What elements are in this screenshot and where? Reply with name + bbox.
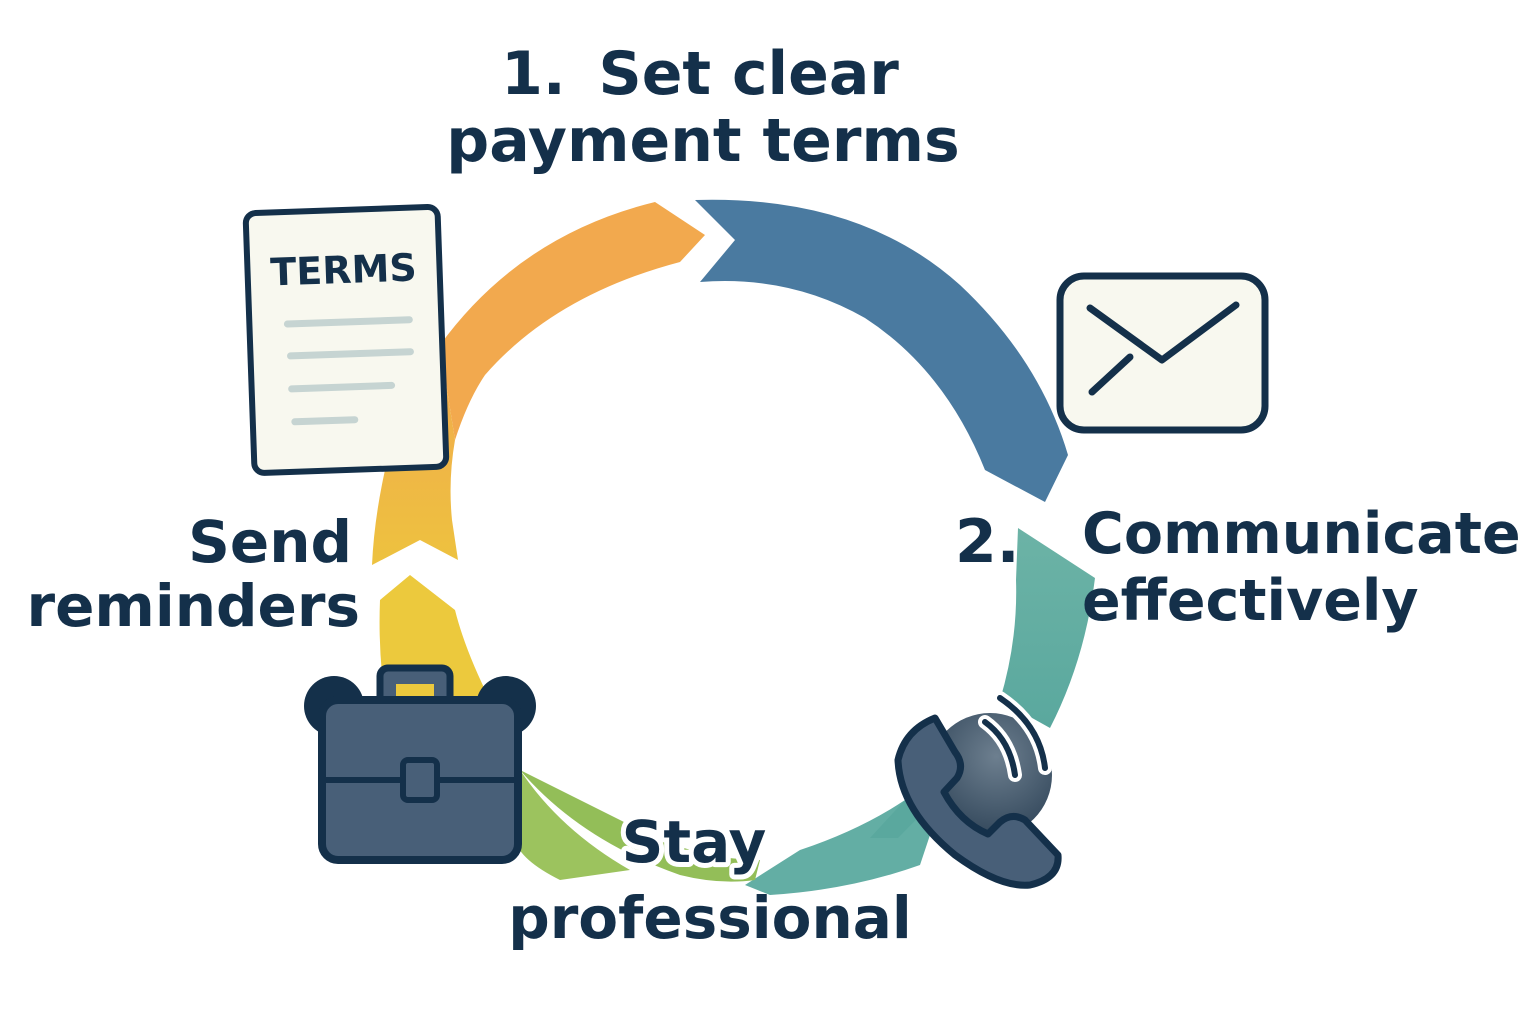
document-icon: TERMS [242,204,450,476]
step2-line2: effectively [1082,568,1419,634]
step3-line2: professional [508,884,912,952]
segment-green-body [490,700,630,880]
step1-label: 1. Set clear payment terms [446,39,959,176]
step1-line2: payment terms [446,106,959,176]
step4-label: Send reminders [26,508,360,640]
segment-orange-arrow [440,202,705,440]
briefcase-icon [304,664,536,864]
step2-number: 2. [955,507,1020,577]
step1-number: 1. [501,39,566,109]
step4-line2: reminders [26,572,360,640]
segment-blue-arrow [695,199,1068,502]
step3-line1: Stay [622,808,767,876]
step4-line1: Send [188,508,352,576]
segment-green-arrow [520,770,760,882]
step3-label: Stay professional [508,803,912,952]
segment-teal-arrow [1000,528,1095,728]
cycle-ring [372,199,1095,895]
step2-line1: Communicate [1082,501,1521,567]
step2-label: 2. Communicate effectively [955,501,1521,634]
step1-text: Set clear [599,39,900,109]
envelope-icon [1056,272,1269,434]
step1-line1: 1. Set clear [501,39,899,109]
document-title: TERMS [270,245,418,294]
phone-icon [894,691,1062,889]
